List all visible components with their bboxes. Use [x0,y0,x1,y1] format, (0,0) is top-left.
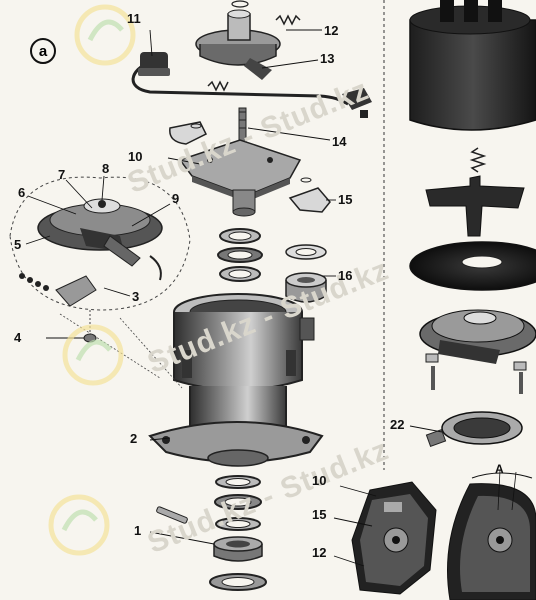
centrifugal-weight-right [288,187,331,213]
callout-1: 1 [134,523,142,538]
callout-14: 14 [332,134,347,149]
callout-10: 10 [128,149,143,164]
breaker-plate-right [419,309,536,394]
rotor-arm [425,175,525,237]
callout-10-detail: 10 [312,473,327,488]
callout-6: 6 [18,185,26,200]
callout-13: 13 [320,51,335,66]
callout-11: 11 [127,11,141,26]
washer-stack-lower [209,475,267,591]
callout-9: 9 [172,191,180,206]
washer-stack-upper [217,228,263,282]
angle-label: A [495,462,504,476]
detail-inset [9,176,191,389]
callout-12: 12 [324,23,339,38]
callout-7: 7 [58,167,66,182]
carbon-spring [469,147,487,173]
callout-15-detail: 15 [312,507,327,522]
pin [156,506,188,524]
callout-3: 3 [132,289,140,304]
distributor-cap [409,0,536,131]
distributor-housing [148,293,324,467]
callout-15: 15 [338,192,353,207]
advance-plate [178,139,302,217]
callout-5: 5 [14,237,22,252]
callout-8: 8 [102,161,110,176]
callout-2: 2 [130,431,138,446]
callout-12-detail: 12 [312,545,327,560]
part-22-ring [425,411,523,448]
detail-plate-right [447,469,536,600]
callout-22: 22 [390,417,405,432]
panel-label: a [30,38,56,64]
springs [207,14,301,92]
cable-assembly [131,52,372,118]
bearing-16 [285,244,327,303]
callout-16: 16 [338,268,353,283]
detail-plate-left [351,481,437,595]
callout-4: 4 [14,330,22,345]
breaker-plate-top [195,0,281,80]
